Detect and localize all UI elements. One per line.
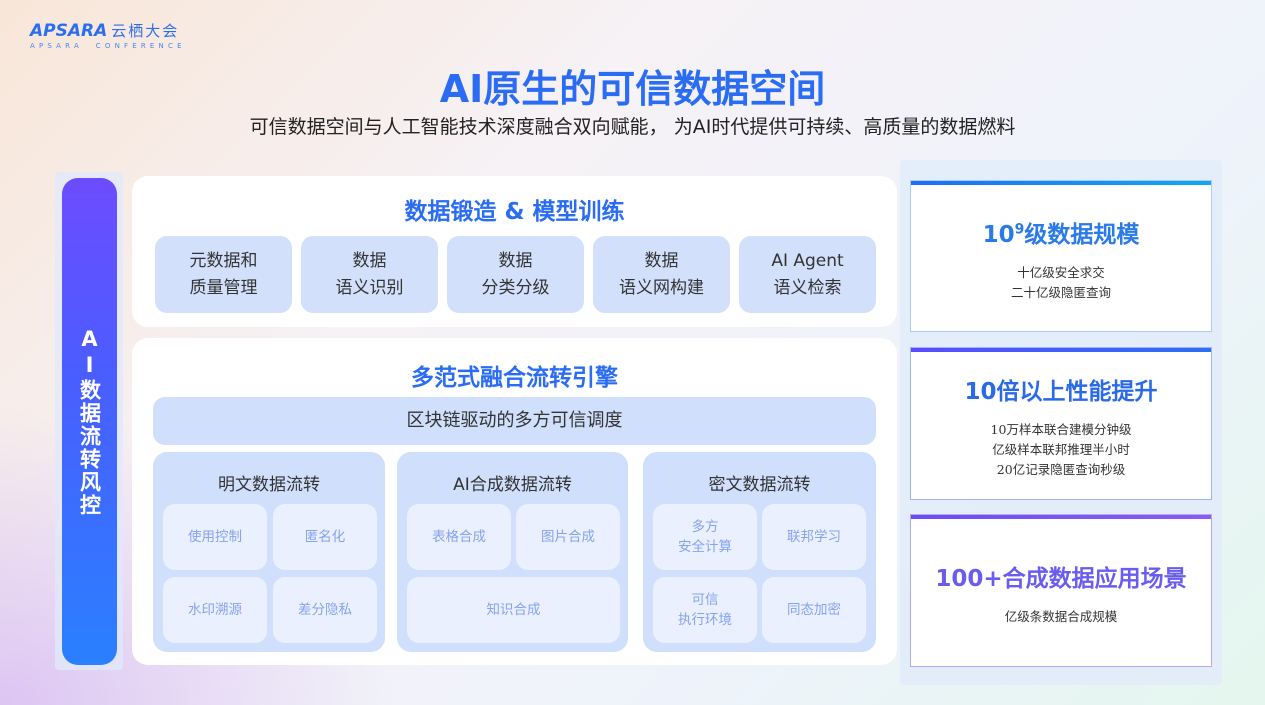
- card-accent-line: [911, 181, 1211, 185]
- forge-item: 数据 语义识别: [301, 236, 438, 313]
- stat-details: 十亿级安全求交 二十亿级隐匿查询: [1010, 265, 1111, 300]
- group-cell: 多方 安全计算: [653, 504, 757, 570]
- blockchain-scheduling-bar: 区块链驱动的多方可信调度: [153, 397, 876, 445]
- card-accent-line: [911, 348, 1211, 352]
- ciphertext-group: 密文数据流转 多方 安全计算 联邦学习 可信 执行环境 同态加密: [643, 452, 876, 652]
- group-cell: 同态加密: [762, 577, 866, 643]
- risk-control-bar: AI数据流转风控: [62, 178, 117, 665]
- stat-card-synthetic: 100+合成数据应用场景 亿级条数据合成规模: [910, 514, 1212, 667]
- stat-exponent: 9: [1014, 221, 1025, 238]
- stat-details: 10万样本联合建模分钟级 亿级样本联邦推理半小时 20亿记录隐匿查询秒级: [990, 422, 1132, 477]
- stat-number: 100+: [935, 566, 1003, 592]
- ai-synthetic-group: AI合成数据流转 表格合成 图片合成 知识合成: [397, 452, 628, 652]
- stat-number: 10: [982, 222, 1015, 248]
- forge-title: 数据锻造 & 模型训练: [404, 199, 625, 225]
- engine-title: 多范式融合流转引擎: [411, 365, 618, 391]
- group-cell: 表格合成: [407, 504, 511, 570]
- stat-title: 倍以上性能提升: [996, 379, 1158, 405]
- stat-details: 亿级条数据合成规模: [1004, 609, 1118, 624]
- stat-title: 级数据规模: [1024, 222, 1140, 248]
- group-cell: 联邦学习: [762, 504, 866, 570]
- plaintext-group: 明文数据流转 使用控制 匿名化 水印溯源 差分隐私: [153, 452, 385, 652]
- engine-card: 多范式融合流转引擎 区块链驱动的多方可信调度 明文数据流转 使用控制 匿名化 水…: [132, 338, 897, 665]
- stat-number: 10: [964, 379, 997, 405]
- forge-card: 数据锻造 & 模型训练 元数据和 质量管理 数据 语义识别 数据 分类分级 数据…: [132, 176, 897, 327]
- logo-sub: APSARA CONFERENCE: [30, 42, 186, 50]
- forge-item: 元数据和 质量管理: [155, 236, 292, 313]
- stat-title: 合成数据应用场景: [1002, 566, 1187, 592]
- group-cell: 图片合成: [516, 504, 620, 570]
- forge-item: AI Agent 语义检索: [739, 236, 876, 313]
- card-accent-line: [911, 515, 1211, 519]
- risk-control-label: AI数据流转风控: [77, 326, 102, 517]
- group-title: AI合成数据流转: [453, 475, 572, 495]
- group-cell: 匿名化: [273, 504, 377, 570]
- forge-item: 数据 语义网构建: [593, 236, 730, 313]
- stat-card-performance: 10倍以上性能提升 10万样本联合建模分钟级 亿级样本联邦推理半小时 20亿记录…: [910, 347, 1212, 500]
- group-title: 明文数据流转: [218, 475, 320, 495]
- page-subtitle: 可信数据空间与人工智能技术深度融合双向赋能， 为AI时代提供可持续、高质量的数据…: [249, 116, 1016, 138]
- group-cell: 差分隐私: [273, 577, 377, 643]
- group-cell: 使用控制: [163, 504, 267, 570]
- logo-brand: APSARA: [30, 21, 108, 41]
- forge-item: 数据 分类分级: [447, 236, 584, 313]
- stat-card-scale: 109级数据规模 十亿级安全求交 二十亿级隐匿查询: [910, 180, 1212, 332]
- logo-cn: 云栖大会: [111, 22, 180, 40]
- group-title: 密文数据流转: [708, 475, 811, 495]
- page-title: AI原生的可信数据空间: [439, 67, 826, 111]
- group-cell: 可信 执行环境: [653, 577, 757, 643]
- group-cell: 水印溯源: [163, 577, 267, 643]
- group-cell: 知识合成: [407, 577, 620, 643]
